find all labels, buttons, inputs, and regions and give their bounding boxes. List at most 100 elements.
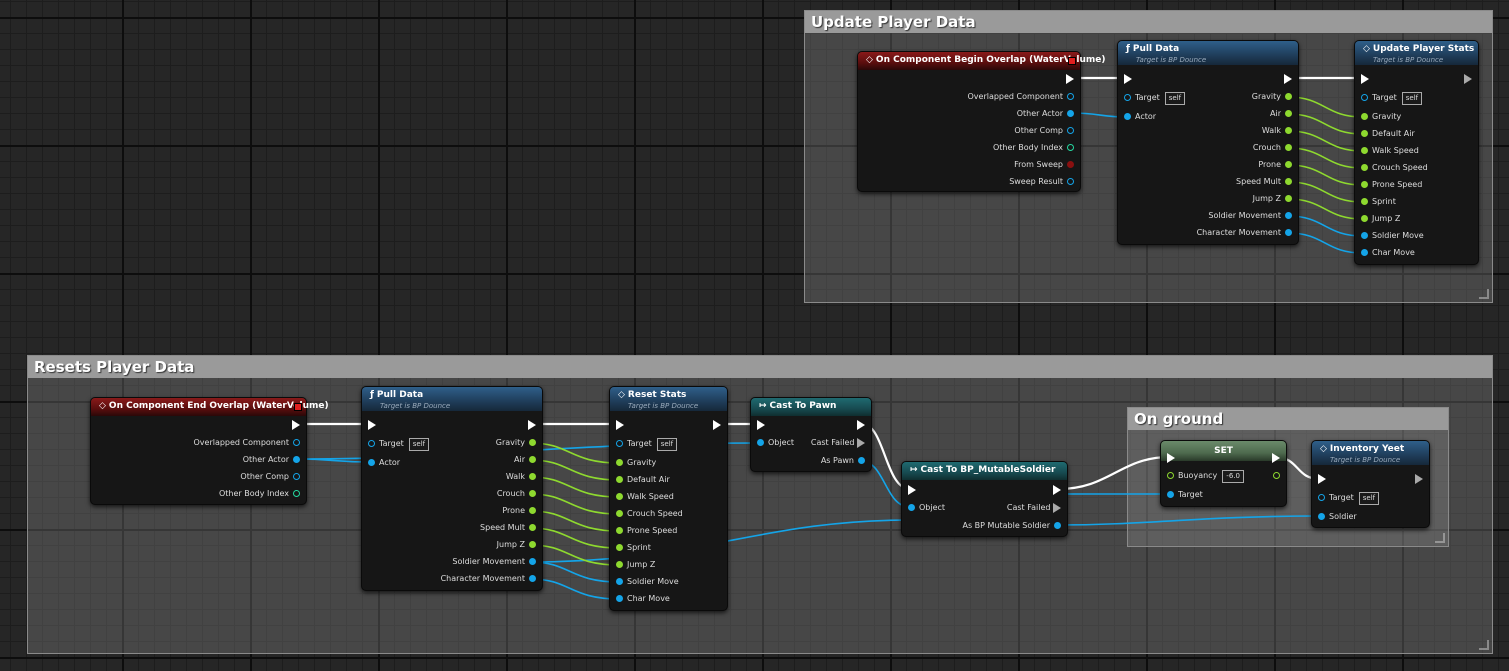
node-set-buoyancy[interactable]: SET Buoyancy-6.0 Target bbox=[1160, 440, 1287, 507]
node-cast-to-mutable-soldier[interactable]: ↦Cast To BP_MutableSoldier Object Cast F… bbox=[901, 461, 1068, 537]
exec-out-pin[interactable] bbox=[1053, 482, 1061, 498]
pin-other-comp[interactable]: Other Comp bbox=[240, 469, 300, 485]
pin-air[interactable]: Air bbox=[514, 452, 536, 468]
self-field[interactable]: self bbox=[408, 438, 430, 451]
exec-in-pin[interactable] bbox=[1361, 71, 1369, 87]
pin-speed-mult[interactable]: Speed Mult bbox=[1236, 174, 1292, 190]
delegate-square-icon[interactable] bbox=[1068, 57, 1076, 65]
pin-crouch-speed[interactable]: Crouch Speed bbox=[1361, 160, 1428, 176]
pin-character-movement[interactable]: Character Movement bbox=[441, 571, 536, 587]
pin-character-movement[interactable]: Character Movement bbox=[1197, 225, 1292, 241]
exec-in-pin[interactable] bbox=[1318, 471, 1326, 487]
pin-char-move[interactable]: Char Move bbox=[1361, 245, 1415, 261]
node-begin-overlap[interactable]: ◇On Component Begin Overlap (WaterVolume… bbox=[857, 51, 1105, 192]
pin-soldier-movement[interactable]: Soldier Movement bbox=[1208, 208, 1292, 224]
exec-in-pin[interactable] bbox=[908, 482, 916, 498]
pin-default-air[interactable]: Default Air bbox=[616, 472, 670, 488]
pin-sprint[interactable]: Sprint bbox=[1361, 194, 1396, 210]
exec-out-pin[interactable] bbox=[857, 417, 865, 433]
pin-gravity[interactable]: Gravity bbox=[616, 455, 656, 471]
pin-walk-speed[interactable]: Walk Speed bbox=[1361, 143, 1419, 159]
pin-actor[interactable]: Actor bbox=[1124, 109, 1156, 125]
pin-target[interactable]: Target bbox=[1167, 487, 1203, 503]
node-cast-to-pawn[interactable]: ↦Cast To Pawn Object Cast Failed As Pawn bbox=[750, 397, 872, 472]
pin-other-body-index[interactable]: Other Body Index bbox=[219, 486, 300, 502]
pin-prone[interactable]: Prone bbox=[502, 503, 536, 519]
pin-sweep-result[interactable]: Sweep Result bbox=[1009, 174, 1074, 190]
pin-walk[interactable]: Walk bbox=[506, 469, 536, 485]
pin-gravity[interactable]: Gravity bbox=[496, 435, 536, 451]
pin-default-air[interactable]: Default Air bbox=[1361, 126, 1415, 142]
pin-buoyancy-out[interactable] bbox=[1269, 468, 1280, 484]
pin-char-move[interactable]: Char Move bbox=[616, 591, 670, 607]
exec-out-pin[interactable] bbox=[1284, 71, 1292, 87]
pin-prone[interactable]: Prone bbox=[1258, 157, 1292, 173]
pin-other-body-index[interactable]: Other Body Index bbox=[993, 140, 1074, 156]
pin-soldier-movement[interactable]: Soldier Movement bbox=[452, 554, 536, 570]
pin-as-pawn[interactable]: As Pawn bbox=[821, 453, 865, 469]
pin-prone-speed[interactable]: Prone Speed bbox=[1361, 177, 1422, 193]
pin-jump-z[interactable]: Jump Z bbox=[616, 557, 655, 573]
pin-from-sweep[interactable]: From Sweep bbox=[1014, 157, 1074, 173]
delegate-square-icon[interactable] bbox=[294, 403, 302, 411]
pin-other-actor[interactable]: Other Actor bbox=[243, 452, 300, 468]
pin-other-actor[interactable]: Other Actor bbox=[1017, 106, 1074, 122]
pin-jump-z[interactable]: Jump Z bbox=[1253, 191, 1292, 207]
node-update-player-stats[interactable]: ◇Update Player Stats Target is BP Dounce… bbox=[1354, 40, 1479, 265]
pin-overlapped-component[interactable]: Overlapped Component bbox=[967, 89, 1074, 105]
self-field[interactable]: self bbox=[1401, 92, 1423, 105]
pin-object[interactable]: Object bbox=[757, 435, 794, 451]
exec-in-pin[interactable] bbox=[1124, 71, 1132, 87]
exec-in-pin[interactable] bbox=[368, 417, 376, 433]
resize-grip-icon[interactable] bbox=[1435, 533, 1445, 543]
exec-out-pin[interactable] bbox=[1415, 471, 1423, 487]
exec-in-pin[interactable] bbox=[1167, 450, 1175, 466]
pin-cast-failed[interactable]: Cast Failed bbox=[811, 435, 865, 451]
exec-out-pin[interactable] bbox=[528, 417, 536, 433]
exec-out-pin[interactable] bbox=[713, 417, 721, 433]
exec-out-pin[interactable] bbox=[1066, 71, 1074, 87]
pin-gravity[interactable]: Gravity bbox=[1252, 89, 1292, 105]
self-field[interactable]: self bbox=[1358, 492, 1380, 505]
pin-cast-failed[interactable]: Cast Failed bbox=[1007, 500, 1061, 516]
self-field[interactable]: self bbox=[656, 438, 678, 451]
pin-soldier-move[interactable]: Soldier Move bbox=[616, 574, 679, 590]
exec-out-pin[interactable] bbox=[1464, 71, 1472, 87]
exec-in-pin[interactable] bbox=[616, 417, 624, 433]
pin-overlapped-component[interactable]: Overlapped Component bbox=[193, 435, 300, 451]
node-end-overlap[interactable]: ◇On Component End Overlap (WaterVolume) … bbox=[90, 397, 329, 505]
resize-grip-icon[interactable] bbox=[1479, 640, 1489, 650]
pin-actor[interactable]: Actor bbox=[368, 455, 400, 471]
pin-jump-z[interactable]: Jump Z bbox=[1361, 211, 1400, 227]
self-field[interactable]: self bbox=[1164, 92, 1186, 105]
pin-walk-speed[interactable]: Walk Speed bbox=[616, 489, 674, 505]
pin-other-comp[interactable]: Other Comp bbox=[1014, 123, 1074, 139]
pin-air[interactable]: Air bbox=[1270, 106, 1292, 122]
exec-in-pin[interactable] bbox=[757, 417, 765, 433]
resize-grip-icon[interactable] bbox=[1479, 289, 1489, 299]
pin-prone-speed[interactable]: Prone Speed bbox=[616, 523, 677, 539]
pin-crouch-speed[interactable]: Crouch Speed bbox=[616, 506, 683, 522]
pin-soldier[interactable]: Soldier bbox=[1318, 509, 1357, 525]
buoyancy-value-field[interactable]: -6.0 bbox=[1222, 470, 1244, 483]
pin-sprint[interactable]: Sprint bbox=[616, 540, 651, 556]
pin-buoyancy[interactable]: Buoyancy-6.0 bbox=[1167, 468, 1244, 484]
pin-crouch[interactable]: Crouch bbox=[1253, 140, 1292, 156]
node-inventory-yeet[interactable]: ◇Inventory Yeet Target is BP Dounce Targ… bbox=[1311, 440, 1430, 528]
pin-jump-z[interactable]: Jump Z bbox=[497, 537, 536, 553]
pin-soldier-move[interactable]: Soldier Move bbox=[1361, 228, 1424, 244]
pin-as-bp-mutable-soldier[interactable]: As BP Mutable Soldier bbox=[962, 518, 1061, 534]
pin-object[interactable]: Object bbox=[908, 500, 945, 516]
pin-walk[interactable]: Walk bbox=[1262, 123, 1292, 139]
exec-out-pin[interactable] bbox=[292, 417, 300, 433]
pin-crouch[interactable]: Crouch bbox=[497, 486, 536, 502]
pin-gravity[interactable]: Gravity bbox=[1361, 109, 1401, 125]
